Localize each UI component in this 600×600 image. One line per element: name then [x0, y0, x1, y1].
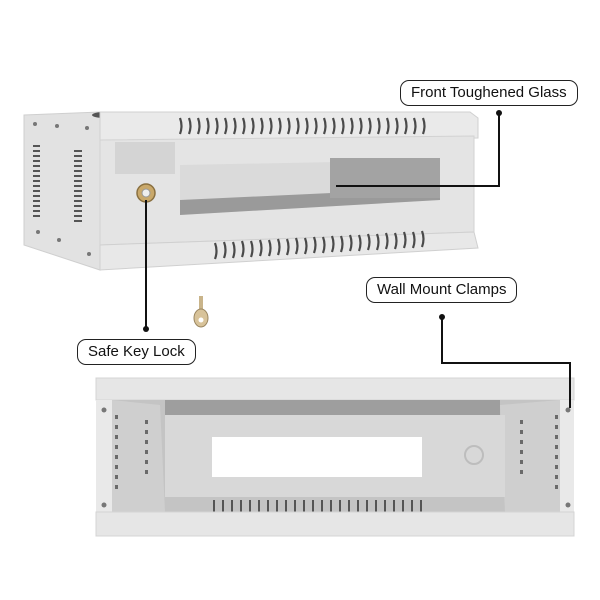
key-lock-pointer-dot	[143, 326, 149, 332]
key-icon	[193, 296, 209, 328]
front-glass-pointer-line-v	[498, 112, 500, 187]
key-lock-label: Safe Key Lock	[77, 339, 196, 365]
wall-clamps-pointer-line-h	[441, 362, 571, 364]
key-lock-pointer-line	[145, 200, 147, 328]
wall-clamps-label: Wall Mount Clamps	[366, 277, 518, 303]
front-glass-pointer-line-h	[336, 185, 500, 187]
front-glass-label: Front Toughened Glass	[400, 80, 578, 106]
wall-clamps-pointer-line-v1	[441, 316, 443, 364]
wall-clamps-pointer-line-v2	[569, 362, 571, 408]
